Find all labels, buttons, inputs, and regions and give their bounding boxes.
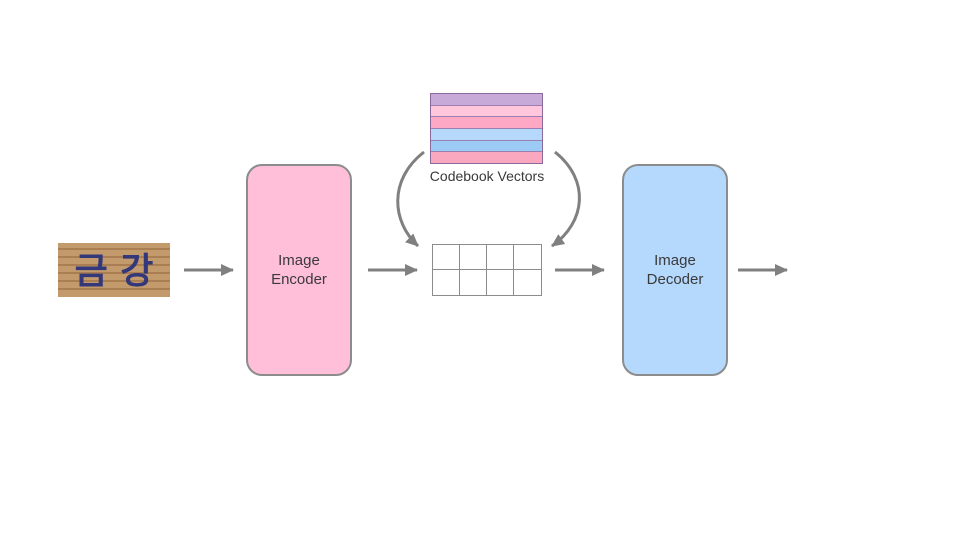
- image-decoder-label-line1: Image: [654, 252, 696, 269]
- image-decoder-label: Image Decoder: [647, 251, 704, 289]
- arrow-codebook-to-grid-left: [396, 150, 425, 248]
- image-encoder-label-line1: Image: [278, 252, 320, 269]
- latent-grid-cell: [514, 270, 541, 295]
- input-image-stripes: [58, 248, 170, 290]
- latent-grid-cell: [433, 245, 460, 270]
- latent-grid-cell: [487, 270, 514, 295]
- input-image: 금 강: [58, 243, 170, 297]
- image-encoder-label-line2: Encoder: [271, 271, 327, 288]
- image-encoder-label: Image Encoder: [271, 251, 327, 289]
- latent-grid-cell: [460, 270, 487, 295]
- codebook-vector-row: [431, 94, 542, 105]
- image-decoder-box: Image Decoder: [622, 164, 728, 376]
- codebook-vector-row: [431, 151, 542, 164]
- codebook-vector-row: [431, 139, 542, 152]
- codebook-vector-row: [431, 104, 542, 117]
- latent-grid-cell: [433, 270, 460, 295]
- latent-grid-cell: [487, 245, 514, 270]
- arrow-codebook-to-grid-right: [551, 150, 581, 248]
- quantized-latent-grid: [432, 244, 542, 296]
- image-decoder-label-line2: Decoder: [646, 271, 704, 288]
- image-encoder-box: Image Encoder: [246, 164, 352, 376]
- latent-grid-cell: [514, 245, 541, 270]
- codebook-vectors: [430, 93, 543, 164]
- latent-grid-cell: [460, 245, 487, 270]
- codebook-vector-row: [431, 128, 542, 140]
- input-image-text: 금 강: [75, 251, 154, 292]
- codebook-vectors-label: Codebook Vectors: [429, 168, 545, 184]
- codebook-vector-row: [431, 116, 542, 129]
